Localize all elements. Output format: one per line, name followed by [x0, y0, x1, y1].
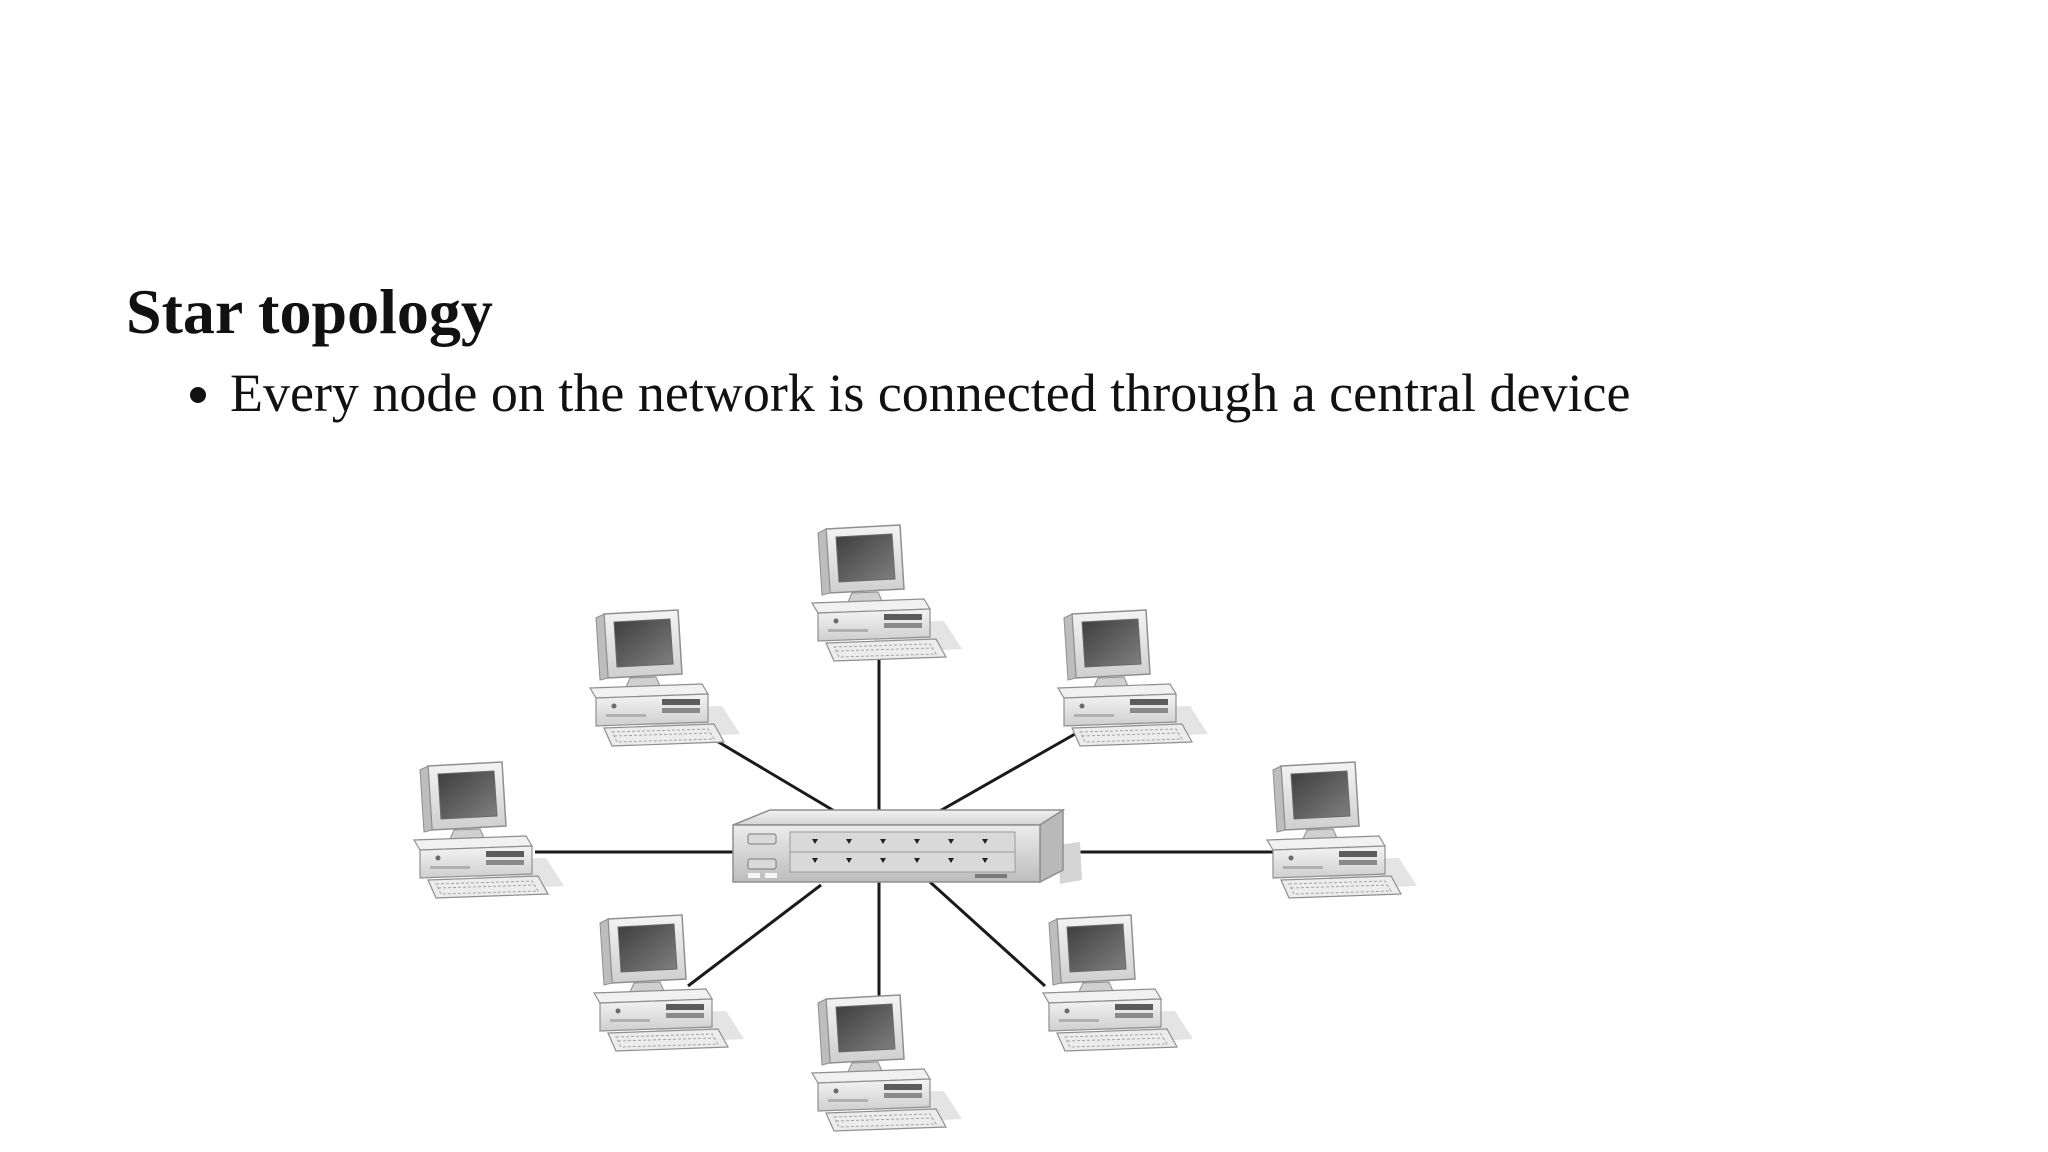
- computer-top-right-icon: [1058, 610, 1208, 746]
- computer-top-left-icon: [590, 610, 740, 746]
- link-top-left: [705, 734, 836, 812]
- computer-bottom-icon: [812, 995, 962, 1131]
- hub-switch-icon: [733, 810, 1082, 884]
- link-bottom-right: [930, 882, 1045, 986]
- link-top-right: [938, 734, 1075, 812]
- link-bottom-left: [688, 885, 821, 986]
- computer-bottom-left-icon: [594, 915, 744, 1051]
- computer-bottom-right-icon: [1043, 915, 1193, 1051]
- computer-left-icon: [414, 762, 564, 898]
- computer-right-icon: [1267, 762, 1417, 898]
- computer-top-icon: [812, 525, 962, 661]
